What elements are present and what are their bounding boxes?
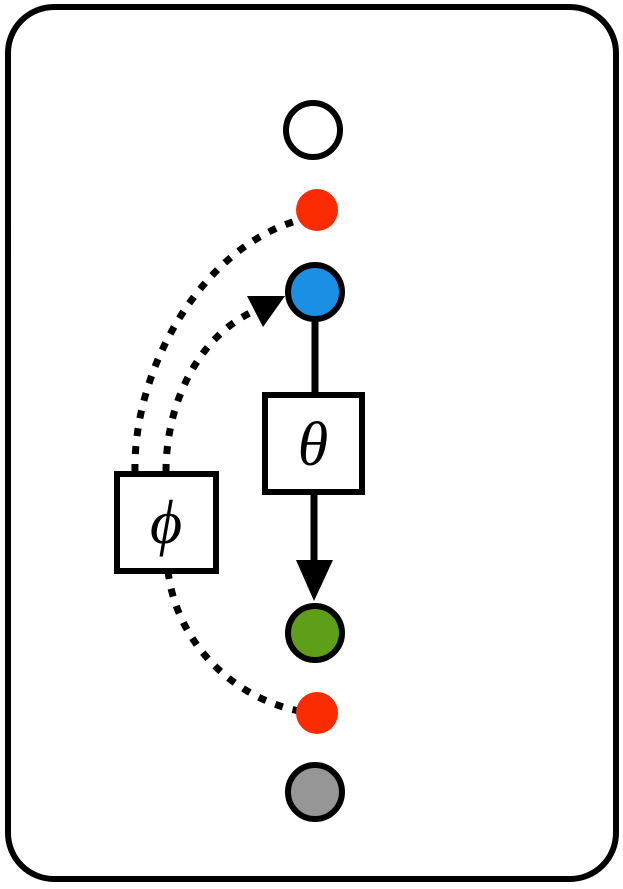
- edge-phi-to-red-upper-dashed: [131, 217, 298, 473]
- green-circle-node[interactable]: [285, 603, 345, 663]
- edge-phi-to-red-lower-dashed: [164, 570, 300, 715]
- gray-circle-node[interactable]: [285, 762, 345, 822]
- outer-plate-border: [5, 4, 619, 882]
- phi-factor-box[interactable]: [114, 471, 219, 574]
- arrowhead-into-blue-node: [247, 296, 285, 327]
- red-dot-upper[interactable]: [296, 189, 338, 231]
- white-circle-node[interactable]: [283, 100, 343, 160]
- theta-factor-label: θ: [298, 411, 328, 479]
- theta-factor-box[interactable]: [262, 392, 365, 495]
- phi-factor-label: ϕ: [150, 489, 182, 557]
- blue-circle-node[interactable]: [285, 262, 345, 322]
- edge-phi-to-blue-dashed: [162, 305, 261, 473]
- arrowhead-into-green-node: [296, 560, 333, 601]
- red-dot-lower[interactable]: [296, 692, 338, 734]
